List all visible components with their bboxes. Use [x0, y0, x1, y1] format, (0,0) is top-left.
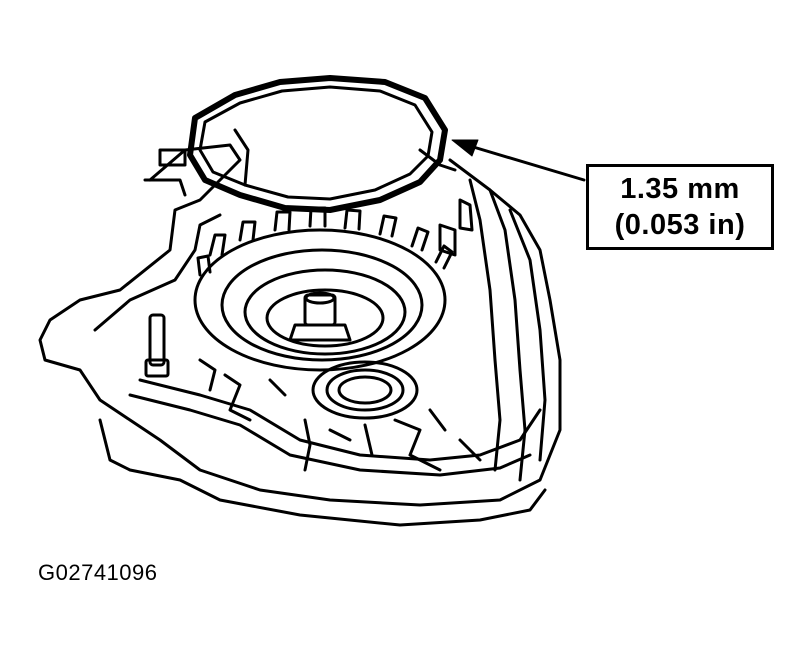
lower-details	[198, 358, 482, 472]
leader-arrowhead	[451, 139, 479, 157]
right-wall	[468, 178, 502, 472]
drum-splines	[196, 206, 454, 277]
housing-bottom-edge	[98, 418, 547, 527]
measurement-callout: 1.35 mm (0.053 in)	[586, 164, 774, 250]
stud-bolt	[148, 313, 166, 367]
leader-line	[468, 144, 586, 182]
housing-outline	[38, 143, 562, 507]
callout-value-mm: 1.35 mm	[620, 173, 740, 205]
right-rib	[458, 198, 474, 232]
drum-ring-3	[265, 288, 385, 348]
left-tab	[158, 148, 187, 167]
figure-id-label: G02741096	[38, 560, 158, 585]
housing-flange-2	[128, 393, 532, 477]
shaft-collar	[304, 291, 336, 305]
shaft-base	[288, 323, 352, 342]
seal-ring-outer	[187, 75, 448, 213]
seal-ring-inner	[198, 85, 434, 201]
bearing-inner	[337, 375, 393, 405]
left-lug	[143, 178, 187, 197]
right-wall-2	[488, 188, 527, 482]
right-wall-3	[508, 208, 547, 462]
callout-value-in: (0.053 in)	[614, 209, 746, 241]
housing-flange	[138, 378, 542, 462]
stud-bolt-nut	[144, 358, 170, 378]
bearing-mid	[325, 368, 405, 412]
bearing-outer	[311, 360, 419, 420]
drum-ring-1	[220, 248, 424, 362]
housing-inner-rim	[93, 213, 222, 332]
drum-ring-2	[243, 268, 407, 356]
right-rib-2	[438, 223, 457, 257]
center-shaft	[303, 293, 337, 327]
bore-wall-left	[233, 128, 250, 187]
drum-outer	[193, 228, 447, 372]
bore-wall-right	[418, 148, 457, 172]
